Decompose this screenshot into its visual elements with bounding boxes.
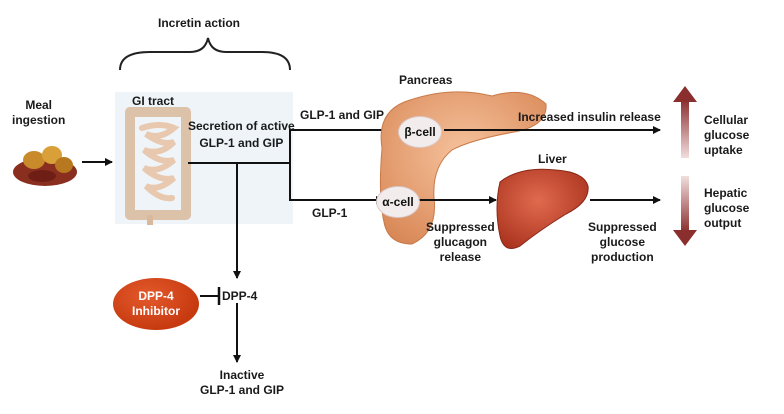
glp1-label: GLP-1: [312, 206, 347, 221]
meal-icon: [13, 146, 77, 186]
suppressed-glucose-label: Suppressed glucose production: [588, 220, 657, 265]
suppressed-glucagon-label: Suppressed glucagon release: [426, 220, 495, 265]
incretin-bracket: [120, 38, 290, 70]
dpp4-inhibitor: DPP-4 Inhibitor: [113, 278, 199, 330]
liver-icon: [497, 169, 588, 248]
incretin-action-title: Incretin action: [158, 16, 240, 31]
decrease-arrow-icon: [673, 176, 697, 246]
cellular-glucose-uptake-label: Cellular glucose uptake: [704, 113, 784, 158]
liver-label: Liver: [538, 152, 567, 167]
gi-tract-label: GI tract: [132, 94, 174, 109]
pancreas-label: Pancreas: [399, 73, 452, 88]
secretion-label: Secretion of active GLP-1 and GIP: [188, 118, 295, 152]
beta-cell: β-cell: [398, 116, 442, 148]
glp1-gip-label: GLP-1 and GIP: [300, 108, 384, 123]
hepatic-glucose-output-label: Hepatic glucose output: [704, 186, 784, 231]
dpp4-label: DPP-4: [222, 289, 257, 304]
inactive-glp1-gip-label: Inactive GLP-1 and GIP: [200, 368, 284, 398]
alpha-cell: α-cell: [376, 186, 420, 218]
increase-arrow-icon: [673, 86, 697, 158]
insulin-release-label: Increased insulin release: [518, 110, 661, 125]
meal-ingestion-label: Meal ingestion: [12, 98, 65, 128]
